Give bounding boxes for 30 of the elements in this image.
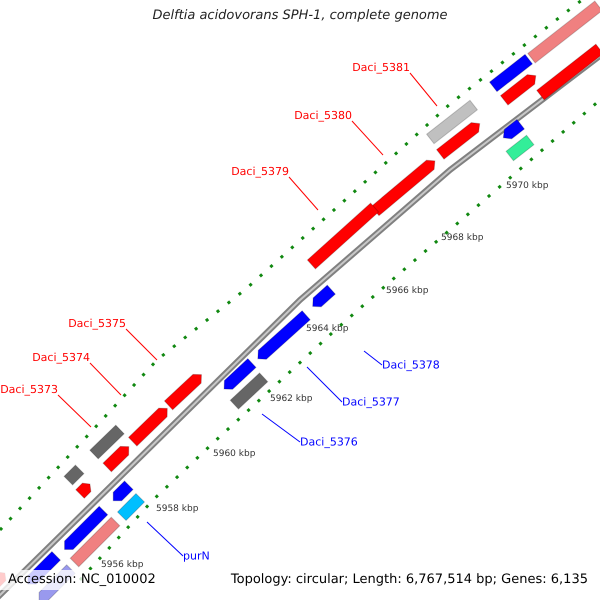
scale-label: 5960 kbp [213, 450, 256, 459]
gene-label: Daci_5375 [68, 318, 126, 329]
leader-line [410, 72, 438, 106]
leader-line [364, 350, 382, 366]
scale-label: 5956 kbp [101, 561, 144, 570]
gene-label: Daci_5380 [294, 110, 352, 121]
scale-label: 5964 kbp [306, 325, 348, 334]
scale-label: 5962 kbp [270, 395, 312, 404]
genome-stats-text: Topology: circular; Length: 6,767,514 bp; Genes: 6,135 [228, 572, 590, 588]
title: Delftia acidovorans SPH-1, complete genome [151, 9, 449, 22]
gene-label: Daci_5378 [382, 360, 440, 370]
leader-line [126, 328, 158, 360]
leader-line [146, 522, 184, 556]
gene-label: Daci_5377 [342, 396, 400, 408]
leader-line [288, 176, 318, 210]
gene-label: Daci_5381 [352, 62, 410, 73]
leader-line [90, 362, 122, 396]
scale-label: 5958 kbp [156, 505, 198, 514]
gene-label: Daci_5376 [300, 436, 358, 448]
leader-line [262, 414, 300, 442]
scale-label: 5968 kbp [441, 234, 484, 243]
scale-label: 5966 kbp [386, 287, 428, 296]
scale-label: 5970 kbp [506, 182, 548, 191]
leader-line [306, 366, 342, 402]
gene-label: Daci_5379 [231, 166, 289, 177]
gene-label: Daci_5374 [32, 352, 90, 363]
leader-line [58, 394, 92, 428]
gene-label: Daci_5373 [0, 384, 58, 395]
leader-line [352, 120, 384, 156]
gene-label: purN [183, 550, 210, 562]
